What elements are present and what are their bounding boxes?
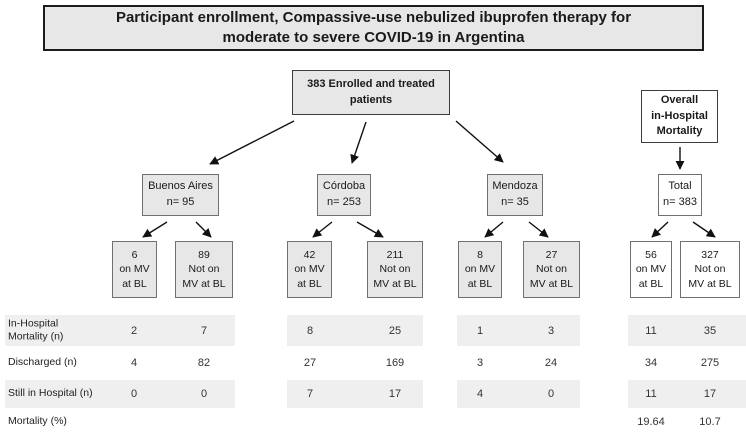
site-name: Mendoza [492, 180, 538, 193]
mv-count: 327 [701, 248, 719, 261]
table-row-mortality-percent: Mortality (%) 19.64 10.7 [0, 410, 746, 434]
mv-box-ba-on-mv: 6 on MV at BL [112, 241, 157, 298]
arrow-ba-to-not-mv [195, 221, 212, 238]
mv-label: on MV at BL [119, 263, 150, 290]
row-label: Still in Hospital (n) [8, 387, 93, 400]
total-box: Total n= 383 [658, 174, 702, 216]
table-cell: 275 [700, 357, 720, 369]
mv-count: 56 [645, 248, 657, 261]
site-n: n= 35 [501, 196, 529, 208]
site-name: Total [668, 180, 692, 193]
mv-box-total-not-on-mv: 327 Not on MV at BL [680, 241, 740, 298]
row-band [5, 380, 235, 408]
table-cell: 17 [388, 388, 402, 400]
table-cell: 7 [306, 388, 314, 400]
arrow-mendoza-to-on-mv [484, 221, 504, 238]
mv-count: 27 [545, 248, 558, 261]
site-box-mendoza: Mendoza n= 35 [487, 174, 543, 216]
mv-count: 8 [477, 248, 483, 261]
figure-title: Participant enrollment, Compassive-use n… [115, 8, 632, 46]
table-cell: 169 [385, 357, 405, 369]
arrow-enrolled-to-cordoba [350, 121, 367, 164]
site-name: Córdoba [322, 180, 366, 193]
mv-label: Not on MV at BL [182, 263, 226, 290]
table-cell: 17 [703, 388, 717, 400]
row-band [457, 380, 580, 408]
row-label: Discharged (n) [8, 356, 77, 369]
mv-count: 211 [386, 248, 404, 261]
table-cell: 10.7 [699, 416, 721, 428]
site-n: n= 253 [327, 196, 361, 208]
row-label: In-Hospital Mortality (n) [8, 316, 64, 343]
mv-box-ba-not-on-mv: 89 Not on MV at BL [175, 241, 233, 298]
table-cell: 0 [200, 388, 208, 400]
arrow-cordoba-to-not-mv [356, 221, 384, 238]
table-cell: 82 [197, 357, 211, 369]
mv-label: on MV at BL [635, 263, 667, 290]
table-row-in-hospital-mortality: In-Hospital Mortality (n) 2 7 8 25 1 3 1… [0, 315, 746, 346]
row-band [457, 315, 580, 346]
row-band [287, 315, 423, 346]
mv-label: Not on MV at BL [373, 263, 417, 290]
arrow-total-to-not-mv [692, 221, 716, 238]
table-row-discharged: Discharged (n) 4 82 27 169 3 24 34 275 [0, 348, 746, 378]
table-cell: 2 [130, 324, 138, 337]
table-cell: 19.64 [637, 416, 665, 428]
site-n: n= 383 [663, 196, 697, 208]
figure-title-box: Participant enrollment, Compassive-use n… [43, 5, 704, 51]
table-cell: 1 [476, 324, 484, 337]
mv-label: Not on MV at BL [529, 263, 574, 290]
table-cell: 4 [476, 388, 484, 400]
table-row-still-in-hospital: Still in Hospital (n) 0 0 7 17 4 0 11 17 [0, 380, 746, 408]
site-box-cordoba: Córdoba n= 253 [317, 174, 371, 216]
table-cell: 35 [703, 324, 717, 337]
row-band [5, 315, 235, 346]
table-cell: 11 [645, 388, 657, 400]
overall-mortality-label: Overall in-Hospital Mortality [651, 93, 708, 138]
arrow-cordoba-to-on-mv [312, 221, 333, 238]
mv-box-mendoza-not-on-mv: 27 Not on MV at BL [523, 241, 580, 298]
row-band [628, 315, 746, 346]
table-cell: 24 [544, 357, 558, 369]
enrolled-patients-box: 383 Enrolled and treated patients [292, 70, 450, 115]
mv-box-cordoba-not-on-mv: 211 Not on MV at BL [367, 241, 423, 298]
row-band [287, 380, 423, 408]
mv-label: on MV at BL [464, 263, 496, 290]
table-cell: 11 [645, 324, 657, 337]
enrolled-patients-label: 383 Enrolled and treated patients [307, 78, 435, 106]
table-cell: 3 [476, 357, 484, 369]
table-cell: 34 [644, 357, 658, 369]
table-cell: 7 [200, 324, 208, 337]
mv-box-mendoza-on-mv: 8 on MV at BL [458, 241, 502, 298]
row-label: Mortality (%) [8, 415, 67, 428]
arrow-mendoza-to-not-mv [528, 221, 549, 238]
mv-box-total-on-mv: 56 on MV at BL [630, 241, 672, 298]
table-cell: 8 [306, 324, 314, 337]
site-n: n= 95 [166, 196, 195, 208]
mv-count: 42 [303, 248, 316, 261]
table-cell: 0 [130, 388, 138, 400]
arrow-enrolled-to-mendoza [455, 120, 504, 163]
table-cell: 27 [303, 357, 317, 369]
mv-label: on MV at BL [294, 263, 325, 290]
mv-box-cordoba-on-mv: 42 on MV at BL [287, 241, 332, 298]
site-name: Buenos Aires [148, 180, 213, 193]
table-cell: 0 [547, 388, 555, 400]
site-box-buenos-aires: Buenos Aires n= 95 [142, 174, 219, 216]
table-cell: 25 [388, 324, 402, 337]
table-cell: 3 [547, 324, 555, 337]
arrow-ba-to-on-mv [142, 221, 168, 238]
overall-mortality-box: Overall in-Hospital Mortality [641, 90, 718, 143]
mv-count: 6 [131, 248, 138, 261]
arrow-total-to-on-mv [651, 221, 669, 238]
table-cell: 4 [130, 357, 138, 369]
row-band [628, 380, 746, 408]
arrow-enrolled-to-buenos-aires [209, 120, 295, 165]
mv-label: Not on MV at BL [688, 263, 732, 290]
mv-count: 89 [198, 248, 210, 261]
